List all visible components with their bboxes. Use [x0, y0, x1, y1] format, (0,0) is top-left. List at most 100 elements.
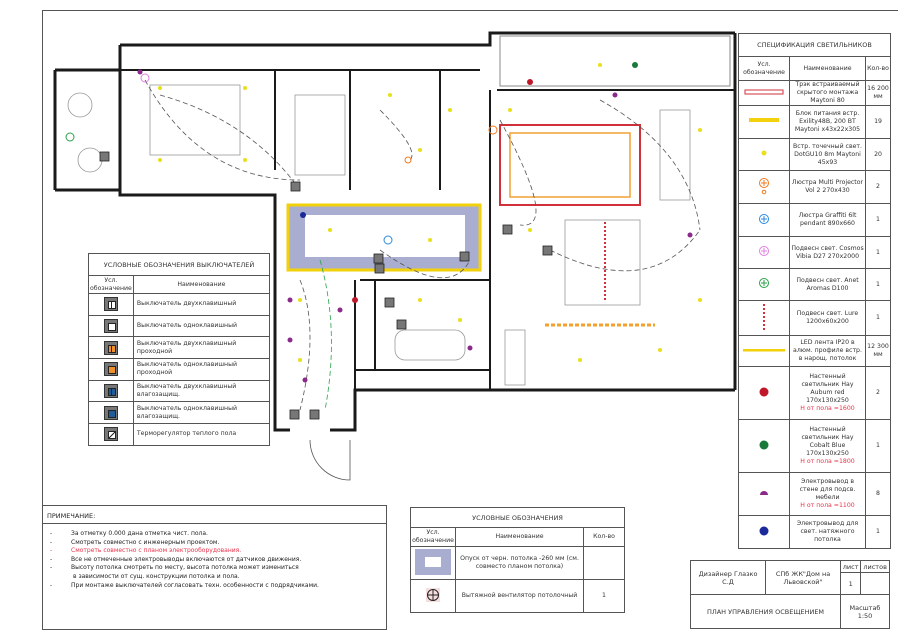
- switch-name: Выключатель двухклавишный проходной: [132, 336, 271, 360]
- note-item: Высоту потолка смотреть по месту, высота…: [43, 564, 386, 573]
- spec-item-qty: 1: [865, 236, 891, 269]
- spec-item-name: Настенный светильник Hay Cobalt Blue 170…: [801, 426, 854, 457]
- wall-green-icon: [738, 419, 790, 473]
- legend-item-qty: 1: [583, 579, 625, 613]
- outlets: [137, 69, 693, 383]
- spec-col-qty: Кол-во: [865, 56, 891, 81]
- spec-item-cell: Подвесн свет. Lure 1200x60x200: [789, 300, 866, 336]
- spot-lights: [158, 63, 702, 362]
- spec-item-qty: 1: [865, 203, 891, 237]
- spot-icon: [738, 138, 790, 171]
- spec-item-qty: 16 200 мм: [865, 80, 891, 106]
- sheet-number: 1: [839, 572, 862, 595]
- switch-symbol-icon: [88, 358, 134, 381]
- spec-item-name: Подвесн свет. Lure 1200x60x200: [796, 310, 859, 325]
- spec-item-qty: 20: [865, 138, 891, 171]
- switch-name: Выключатель одноклавишный проходной: [132, 358, 271, 381]
- interior-walls: [120, 69, 735, 390]
- switch-symbol-icon: [88, 379, 134, 403]
- spec-row: Электровывод для свет. натяжного потолка…: [738, 515, 891, 549]
- notes-title: ПРИМЕЧАНИЕ:: [43, 506, 386, 524]
- sheets-count: [860, 572, 890, 595]
- pendant-line-icon: [738, 300, 790, 336]
- switches: [99, 151, 553, 420]
- track-light: [499, 124, 641, 206]
- project-name: СПб ЖК"Дом на Львовской": [765, 560, 841, 595]
- spec-row: LED лента IP20 в алюм. профиле встр. в н…: [738, 335, 891, 367]
- spec-item-qty: 12 300 мм: [865, 335, 891, 367]
- note-item: в зависимости от сущ. конструкции потолк…: [73, 572, 240, 580]
- spec-item-cell: Люстра Multi Projector Vol 2 270x430: [789, 170, 866, 204]
- drawing-title: ПЛАН УПРАВЛЕНИЯ ОСВЕЩЕНИЕМ: [690, 594, 841, 629]
- switch-name: Выключатель одноклавишный влагозащищ.: [132, 401, 271, 425]
- legend-item-qty: [583, 546, 625, 580]
- spec-row: Подвесн свет. Lure 1200x60x200 1: [738, 300, 891, 336]
- switch-symbol-icon: [88, 401, 134, 425]
- notes-list: За отметку 0.000 дана отметка чист. пола…: [43, 530, 386, 590]
- spec-row: Настенный светильник Hay Aubum red 170x1…: [738, 366, 891, 420]
- spec-item-name: LED лента IP20 в алюм. профиле встр. в н…: [793, 339, 862, 362]
- spec-item-qty: 1: [865, 268, 891, 301]
- legend-col-qty: Кол-во: [583, 527, 625, 547]
- legend-item-name: Вытяжной вентилятор потолочный: [455, 579, 584, 613]
- spec-item-qty: 1: [865, 419, 891, 473]
- note-item: Все не отмеченные электровыводы включают…: [43, 556, 386, 565]
- walls: [53, 31, 737, 432]
- switch-row: Терморегулятор теплого пола: [88, 423, 271, 446]
- legend-title: УСЛОВНЫЕ ОБОЗНАЧЕНИЯ: [410, 507, 625, 528]
- switch-row: Выключатель одноклавишный влагозащищ.: [88, 401, 271, 425]
- floor-plan: [53, 31, 737, 481]
- outlet-purple-icon: [738, 472, 790, 516]
- wall-light-red: [527, 79, 533, 85]
- spec-item-name: Подвесн свет. Cosmos Vibia D27 270x2000: [791, 244, 864, 260]
- chandelier-blue: [383, 235, 393, 245]
- legend-col-name: Наименование: [455, 527, 584, 547]
- pendant-pink-icon: [738, 236, 790, 269]
- spec-item-name: Настенный светильник Hay Aubum red 170x1…: [801, 373, 854, 404]
- pendant-pink: [140, 73, 150, 83]
- track-icon: [738, 80, 790, 106]
- spec-item-name: Трэк встраиваемый скрытого монтажа Mayto…: [795, 81, 860, 104]
- spec-item-cell: Подвесн свет. Anet Aromas D100: [789, 268, 866, 301]
- title-block: Дизайнер Глазко С.Д СПб ЖК"Дом на Львовс…: [690, 560, 890, 629]
- track-light: [509, 132, 631, 198]
- spec-item-qty: 8: [865, 472, 891, 516]
- chandelier-orange-icon: [738, 170, 790, 204]
- wall-light-red: [352, 297, 358, 303]
- switch-row: Выключатель одноклавишный проходной: [88, 358, 271, 381]
- led-strip-icon: [738, 335, 790, 367]
- switch-symbol-icon: [88, 336, 134, 360]
- spec-item-name: Люстра Multi Projector Vol 2 270x430: [791, 179, 864, 194]
- spec-item-qty: 2: [865, 170, 891, 204]
- spec-item-qty: 1: [865, 515, 891, 549]
- spec-item-qty: 1: [865, 300, 891, 336]
- switch-row: Выключатель двухклавишный: [88, 293, 271, 316]
- spec-item-qty: 2: [865, 366, 891, 420]
- spec-item-name: Электровывод в стене для подсв. мебели: [799, 478, 856, 501]
- switch-name: Терморегулятор теплого пола: [132, 423, 271, 446]
- spec-item-height-note: Н от пола =1600: [800, 405, 855, 412]
- note-item: За отметку 0.000 дана отметка чист. пола…: [43, 530, 386, 539]
- notes-box: ПРИМЕЧАНИЕ: За отметку 0.000 дана отметк…: [42, 505, 387, 630]
- wall-light-green: [632, 62, 638, 68]
- spec-item-height-note: Н от пола =1800: [800, 458, 855, 465]
- spec-item-name: Встр. точечный свет. DotGU10 8m Maytoni …: [793, 142, 862, 166]
- spec-item-name: Блок питания встр. Exility48B, 200 ВТ Ma…: [794, 110, 861, 133]
- fan-icon: [410, 579, 456, 613]
- note-item: Смотреть совместно с инженерным проектом…: [43, 539, 386, 548]
- sheets-label: листов: [860, 560, 890, 573]
- ceiling-drop-icon: [410, 546, 456, 580]
- spec-item-cell: Электровывод для свет. натяжного потолка: [789, 515, 866, 549]
- spec-row: Трэк встраиваемый скрытого монтажа Mayto…: [738, 80, 891, 106]
- spec-title: СПЕЦИФИКАЦИЯ СВЕТИЛЬНИКОВ: [738, 33, 891, 57]
- spec-item-cell: Люстра Graffiti 6lt pendant 890x660: [789, 203, 866, 237]
- spec-item-cell: Блок питания встр. Exility48B, 200 ВТ Ma…: [789, 105, 866, 139]
- pendant-green-icon: [738, 268, 790, 301]
- note-item: Смотреть совместно с планом электрообору…: [43, 547, 386, 556]
- switch-symbol-icon: [88, 423, 134, 446]
- legend-item-name: Опуск от черн. потолка -260 мм (см. совм…: [455, 546, 584, 580]
- switch-row: Выключатель двухклавишный влагозащищ.: [88, 379, 271, 403]
